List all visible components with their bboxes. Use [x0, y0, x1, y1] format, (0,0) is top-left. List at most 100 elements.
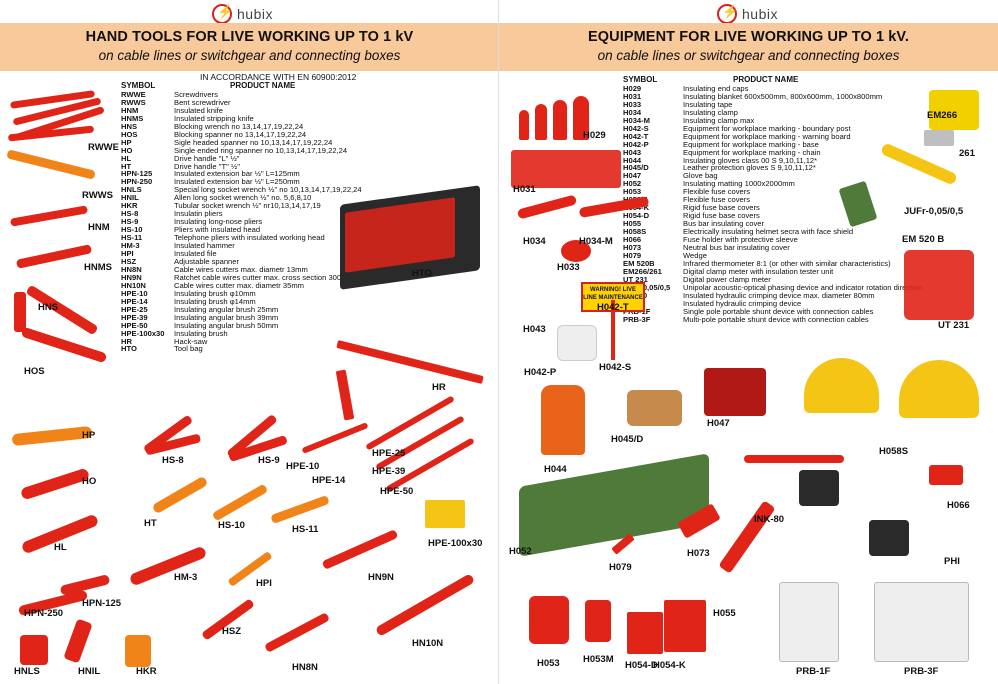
product-cell: Equipment for workplace marking - chain — [683, 147, 821, 157]
product-cell: Telephone pliers with insulated working … — [174, 233, 325, 243]
image-caption: H079 — [609, 562, 632, 573]
image-caption: HN9N — [368, 572, 394, 583]
product-cell: Equipment for workplace marking - bounda… — [683, 123, 851, 133]
fuse-cover-image — [585, 600, 611, 642]
product-cell: Rigid fuse base covers — [683, 203, 760, 213]
product-cell: Insulating brush φ14mm — [174, 296, 256, 306]
product-cell: Special long socket wrench ½" no 10,13,1… — [174, 185, 362, 195]
symbol-cell: HPE-10 — [121, 288, 148, 298]
product-cell: Insulating brush — [174, 328, 228, 338]
product-header: PRODUCT NAME — [733, 75, 799, 84]
end-cap-image — [573, 96, 589, 140]
product-cell: Bus bar insulating cover — [683, 219, 765, 229]
image-caption: HN10N — [412, 638, 444, 649]
warning-board: WARNING! LIVE LINE MAINTENANCE — [581, 282, 645, 312]
symbol-cell: HS-11 — [121, 233, 143, 243]
product-cell: Insulating angular brush 50mm — [174, 320, 279, 330]
product-cell: Insulating long-nose pliers — [174, 217, 263, 227]
product-cell: Insulated hydraulic crimping device max.… — [683, 290, 875, 300]
pliers-image — [270, 495, 330, 524]
rigid-cover-image — [664, 600, 706, 652]
allen-wrench-image — [63, 618, 93, 664]
symbol-cell: HNM — [121, 105, 139, 115]
crimping-hose-image — [744, 455, 844, 463]
image-caption: HNIL — [78, 666, 101, 677]
helmet-shield-image — [899, 360, 979, 418]
symbol-cell: PRB-3F — [623, 314, 651, 324]
product-cell: Hack-saw — [174, 336, 208, 346]
spanner-image — [11, 425, 93, 447]
product-cell: Flexible fuse covers — [683, 195, 751, 205]
product-cell: Flexible fuse covers — [683, 187, 751, 197]
shunt-device-image — [779, 582, 839, 662]
lightning-icon — [717, 4, 738, 24]
product-cell: Single pole portable shunt device with c… — [683, 306, 874, 316]
symbol-cell: EM 520B — [623, 258, 655, 268]
table-row: H054-KRigid fuse base covers — [623, 204, 922, 212]
fuse-holder-image — [929, 465, 963, 485]
image-caption: H073 — [687, 548, 710, 559]
symbol-cell: H033 — [623, 99, 642, 109]
image-caption: JUFr-0,05/0,5 — [904, 206, 964, 217]
symbol-cell: HNMS — [121, 113, 144, 123]
product-cell: Electrically insulating helmet secra wit… — [683, 227, 854, 237]
image-caption: EM266 — [927, 110, 958, 121]
image-caption: UT 231 — [938, 320, 970, 331]
image-caption: RWWS — [82, 190, 113, 201]
product-cell: Single ended ring spanner no 10,13,14,17… — [174, 145, 348, 155]
product-cell: Adjustable spanner — [174, 256, 240, 266]
left-catalog-page: hubix HAND TOOLS FOR LIVE WORKING UP TO … — [0, 0, 499, 684]
image-caption: HPE-10 — [286, 461, 320, 472]
symbol-cell: H044 — [623, 155, 642, 165]
page-title: EQUIPMENT FOR LIVE WORKING UP TO 1 kV. — [588, 29, 909, 45]
product-cell: Insulated hydraulic crimping device — [683, 298, 802, 308]
table-row: HS-9 Insulating long-nose pliers — [121, 218, 362, 226]
product-cell: Insulated hammer — [174, 241, 235, 251]
image-caption: HS-8 — [162, 455, 184, 466]
product-cell: Insulating end caps — [683, 83, 749, 93]
leather-gloves-image — [627, 390, 682, 426]
table-row: H053MFlexible fuse covers — [623, 196, 922, 204]
product-cell: Tubular socket wrench ½" nr10,13,14,17,1… — [174, 201, 321, 211]
symbol-cell: HS-9 — [121, 217, 139, 227]
hacksaw-image — [336, 339, 484, 385]
symbol-cell: RWWE — [121, 89, 146, 99]
image-caption: HS-9 — [258, 455, 280, 466]
image-caption: PRB-3F — [904, 666, 939, 677]
product-cell: Fuse holder with protective sleeve — [683, 235, 798, 245]
image-caption: HM-3 — [174, 572, 198, 583]
image-caption: H047 — [707, 418, 730, 429]
symbol-cell: HPN-250 — [121, 177, 153, 187]
wrench-image — [25, 284, 99, 336]
symbol-cell: HPN-125 — [121, 169, 153, 179]
image-caption: HSZ — [222, 626, 241, 637]
image-caption: H043 — [523, 324, 546, 335]
product-cell: Sigle headed spanner no 10,13,14,17,19,2… — [174, 137, 333, 147]
symbol-cell: HN8N — [121, 264, 142, 274]
crimping-device-image — [869, 520, 909, 556]
image-caption: HNLS — [14, 666, 40, 677]
brush-image — [375, 415, 465, 471]
